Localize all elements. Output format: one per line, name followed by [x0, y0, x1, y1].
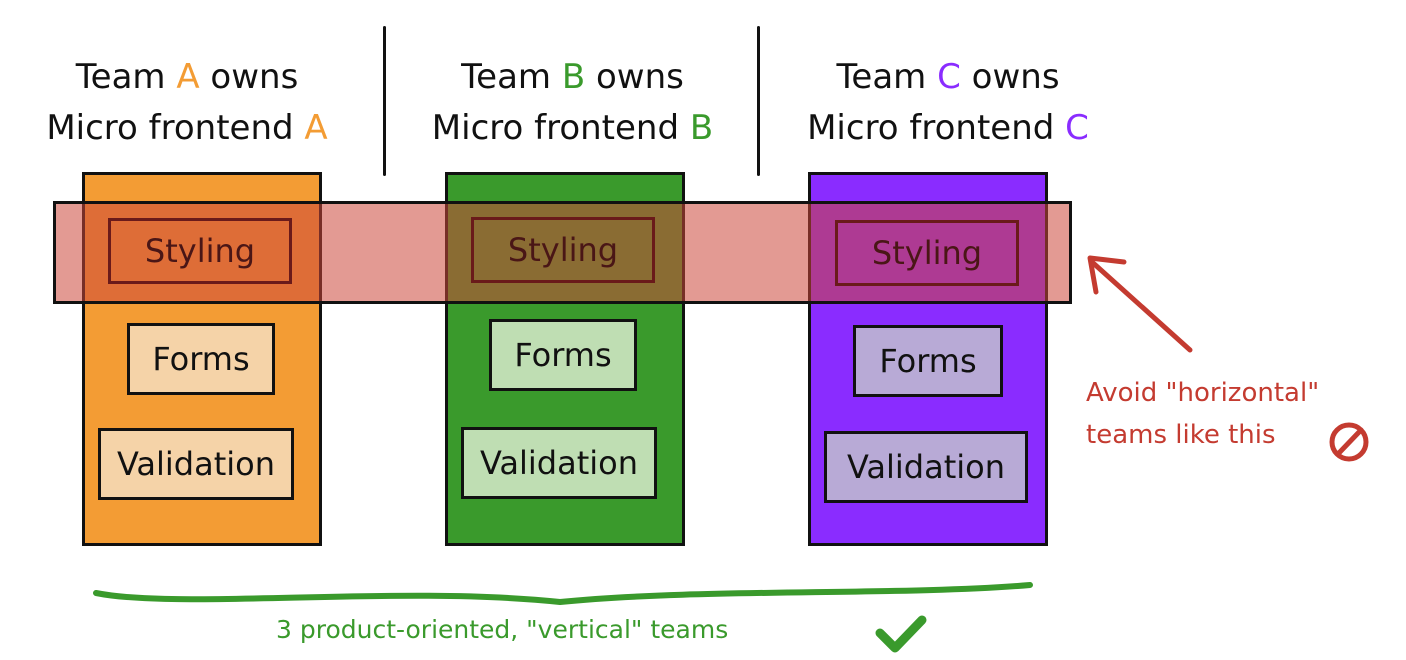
- team-a-letter-2: A: [304, 108, 328, 148]
- avoid-horizontal-note: Avoid "horizontal" teams like this: [1086, 378, 1320, 450]
- team-b-forms-box: Forms: [489, 319, 637, 391]
- team-a-styling-box: Styling: [108, 218, 292, 284]
- team-c-heading: Team C owns Micro frontend C: [807, 57, 1089, 148]
- curly-brace-icon: [93, 582, 1033, 606]
- vertical-teams-note: 3 product-oriented, "vertical" teams: [276, 615, 729, 644]
- team-c-validation-box: Validation: [824, 431, 1028, 503]
- team-a-forms-box: Forms: [127, 323, 275, 395]
- team-c-letter: C: [937, 57, 961, 97]
- team-b-validation-box: Validation: [461, 427, 657, 499]
- team-b-letter: B: [561, 57, 586, 97]
- prohibited-icon: [1329, 422, 1369, 462]
- team-c-forms-box: Forms: [853, 325, 1003, 397]
- team-b-letter-2: B: [689, 108, 714, 148]
- team-a-validation-box: Validation: [98, 428, 294, 500]
- team-c-letter-2: C: [1065, 108, 1089, 148]
- team-a-letter: A: [176, 57, 200, 97]
- divider-right: [757, 26, 760, 176]
- team-b-styling-box: Styling: [471, 217, 655, 283]
- arrow-icon: [1087, 255, 1193, 353]
- team-c-styling-box: Styling: [835, 220, 1019, 286]
- checkmark-icon: [875, 615, 927, 653]
- team-a-heading: Team A owns Micro frontend A: [46, 57, 328, 148]
- team-b-heading: Team B owns Micro frontend B: [431, 57, 714, 148]
- divider-left: [383, 26, 386, 176]
